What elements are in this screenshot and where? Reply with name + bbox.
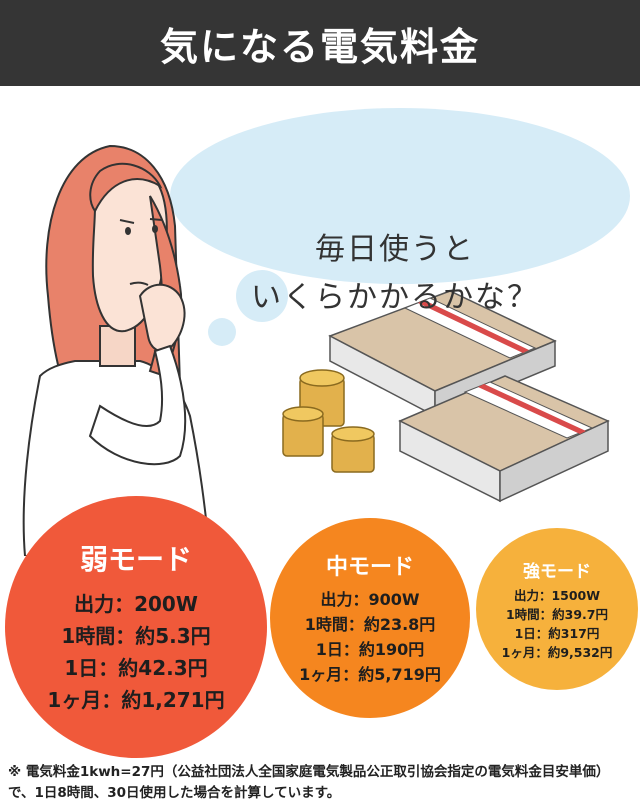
mode-hourly-cost: 1時間：約5.3円 (61, 624, 211, 648)
mode-name: 中モード (325, 555, 414, 580)
banknote-stack (328, 290, 557, 418)
page-title: 気になる電気料金 (0, 0, 640, 86)
mode-name: 強モード (523, 561, 591, 582)
bubble-line-2: いくらかかるかな？ (251, 280, 539, 315)
thought-bubble (170, 108, 630, 346)
banknote-stacks (328, 290, 610, 503)
mode-output: 出力：900W (320, 590, 420, 609)
title-text: 気になる電気料金 (159, 24, 480, 69)
thought-bubble-text: 毎日使うと いくらかかるかな？ (230, 226, 560, 322)
bubble-line-1: 毎日使うと (315, 232, 475, 267)
mode-output: 出力：1500W (513, 587, 601, 603)
mode-hourly-cost: 1時間：約39.7円 (505, 606, 609, 622)
illustration: 毎日使うと いくらかかるかな？ (0, 86, 640, 557)
weak-mode-circle: 弱モード 出力：200W 1時間：約5.3円 1日：約42.3円 1ヶ月：約1,… (5, 496, 267, 758)
mode-monthly-cost: 1ヶ月：約9,532円 (501, 644, 613, 660)
mode-daily-cost: 1日：約42.3円 (64, 656, 208, 680)
woman-figure (22, 144, 212, 557)
medium-mode-circle: 中モード 出力：900W 1時間：約23.8円 1日：約190円 1ヶ月：約5,… (270, 518, 470, 718)
woman-and-money-illustration (22, 108, 630, 557)
mode-daily-cost: 1日：約190円 (315, 640, 425, 659)
coin-stacks (282, 369, 375, 473)
mode-monthly-cost: 1ヶ月：約1,271円 (47, 688, 225, 712)
mode-name: 弱モード (79, 543, 192, 576)
footnote: ※ 電気料金1kwh=27円（公益社団法人全国家庭電気製品公正取引協会指定の電気… (8, 764, 610, 801)
mode-daily-cost: 1日：約317円 (514, 625, 600, 641)
banknote-stack (398, 375, 610, 503)
mode-hourly-cost: 1時間：約23.8円 (304, 615, 436, 634)
strong-mode-circle: 強モード 出力：1500W 1時間：約39.7円 1日：約317円 1ヶ月：約9… (476, 528, 638, 690)
mode-monthly-cost: 1ヶ月：約5,719円 (299, 665, 441, 684)
mode-output: 出力：200W (74, 592, 198, 616)
